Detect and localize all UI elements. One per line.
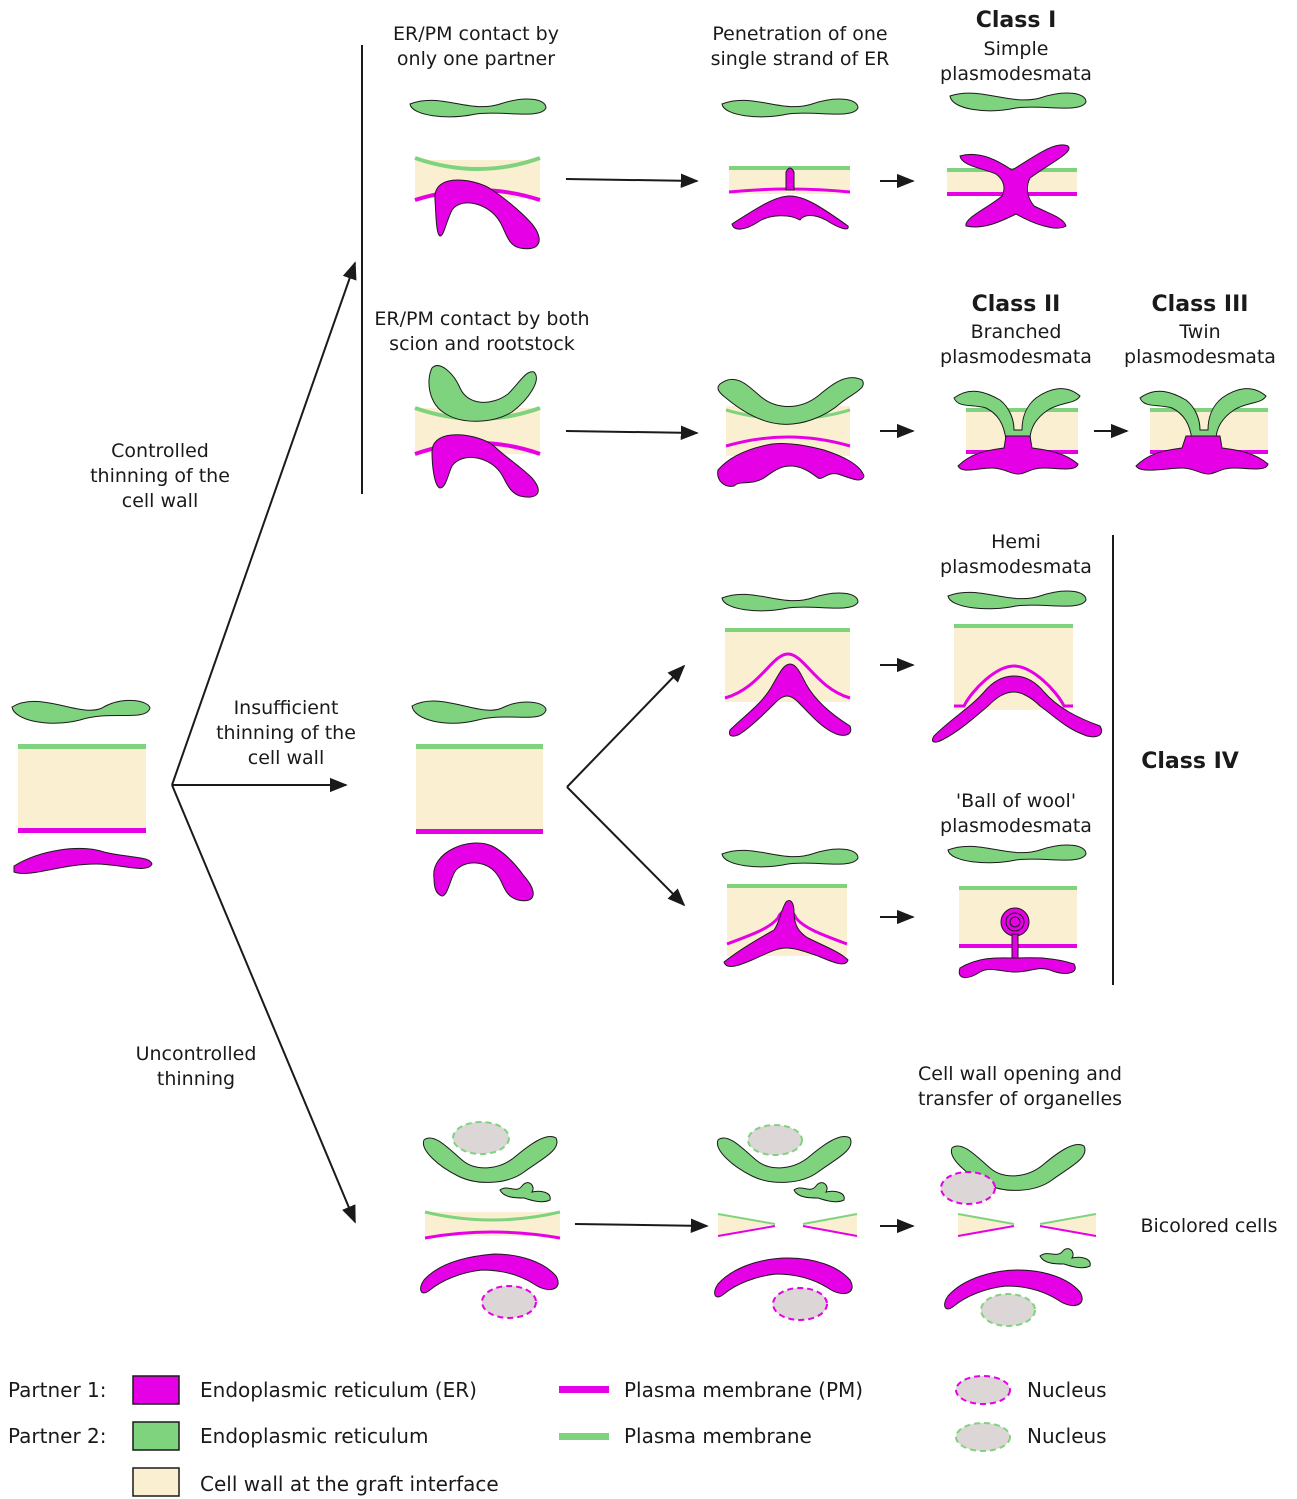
legend-er1: Endoplasmic reticulum (ER) bbox=[200, 1378, 477, 1402]
row1-penetration bbox=[721, 98, 859, 230]
legend-wall: Cell wall at the graft interface bbox=[200, 1472, 499, 1496]
initial-state bbox=[11, 700, 153, 874]
pm-partner1 bbox=[18, 828, 146, 833]
label-bicolored: Bicolored cells bbox=[1140, 1215, 1278, 1237]
legend-swatch-er2 bbox=[132, 1421, 180, 1451]
row3-insufficient bbox=[411, 700, 547, 902]
row4-start bbox=[420, 1121, 561, 1319]
legend-partner2: Partner 2: bbox=[8, 1424, 107, 1448]
legend-partner1: Partner 1: bbox=[8, 1378, 107, 1402]
label-class2-title: Class II bbox=[971, 292, 1061, 317]
legend-er2: Endoplasmic reticulum bbox=[200, 1424, 429, 1448]
row3-ball-start bbox=[721, 848, 859, 967]
row4-result bbox=[940, 1144, 1097, 1327]
legend-nuc2: Nucleus bbox=[1027, 1424, 1107, 1448]
row4-middle bbox=[714, 1124, 858, 1321]
row1-contact-one bbox=[409, 98, 547, 250]
row2-class3 bbox=[1135, 388, 1269, 475]
legend-swatch-nuc1 bbox=[955, 1375, 1011, 1405]
row2-class2 bbox=[953, 388, 1081, 475]
label-class4-title: Class IV bbox=[1141, 749, 1239, 774]
label-class3-title: Class III bbox=[1151, 292, 1249, 317]
legend-pm2: Plasma membrane bbox=[624, 1424, 812, 1448]
arrows bbox=[171, 173, 1129, 1234]
row3-hemi-start bbox=[721, 592, 859, 737]
cell-wall bbox=[18, 745, 146, 831]
label-ball: 'Ball of wool'plasmodesmata bbox=[940, 790, 1092, 837]
row3-hemi-result bbox=[931, 590, 1102, 743]
legend-swatch-pm1 bbox=[559, 1386, 609, 1393]
row2-contact-both bbox=[414, 365, 541, 498]
legend-swatches bbox=[132, 1375, 1011, 1497]
pm-partner2 bbox=[18, 744, 146, 749]
legend-swatch-er1 bbox=[132, 1375, 180, 1405]
er-partner1 bbox=[13, 847, 153, 874]
legend-swatch-pm2 bbox=[559, 1433, 609, 1440]
legend-swatch-wall bbox=[132, 1467, 180, 1497]
legend-swatch-nuc2 bbox=[955, 1422, 1011, 1452]
label-class1-title: Class I bbox=[975, 8, 1057, 33]
row1-class1 bbox=[947, 92, 1087, 229]
er-partner2 bbox=[11, 700, 151, 724]
row2-branching bbox=[717, 377, 865, 487]
legend-pm1: Plasma membrane (PM) bbox=[624, 1378, 864, 1402]
legend-nuc1: Nucleus bbox=[1027, 1378, 1107, 1402]
row3-ball-result bbox=[947, 844, 1087, 978]
